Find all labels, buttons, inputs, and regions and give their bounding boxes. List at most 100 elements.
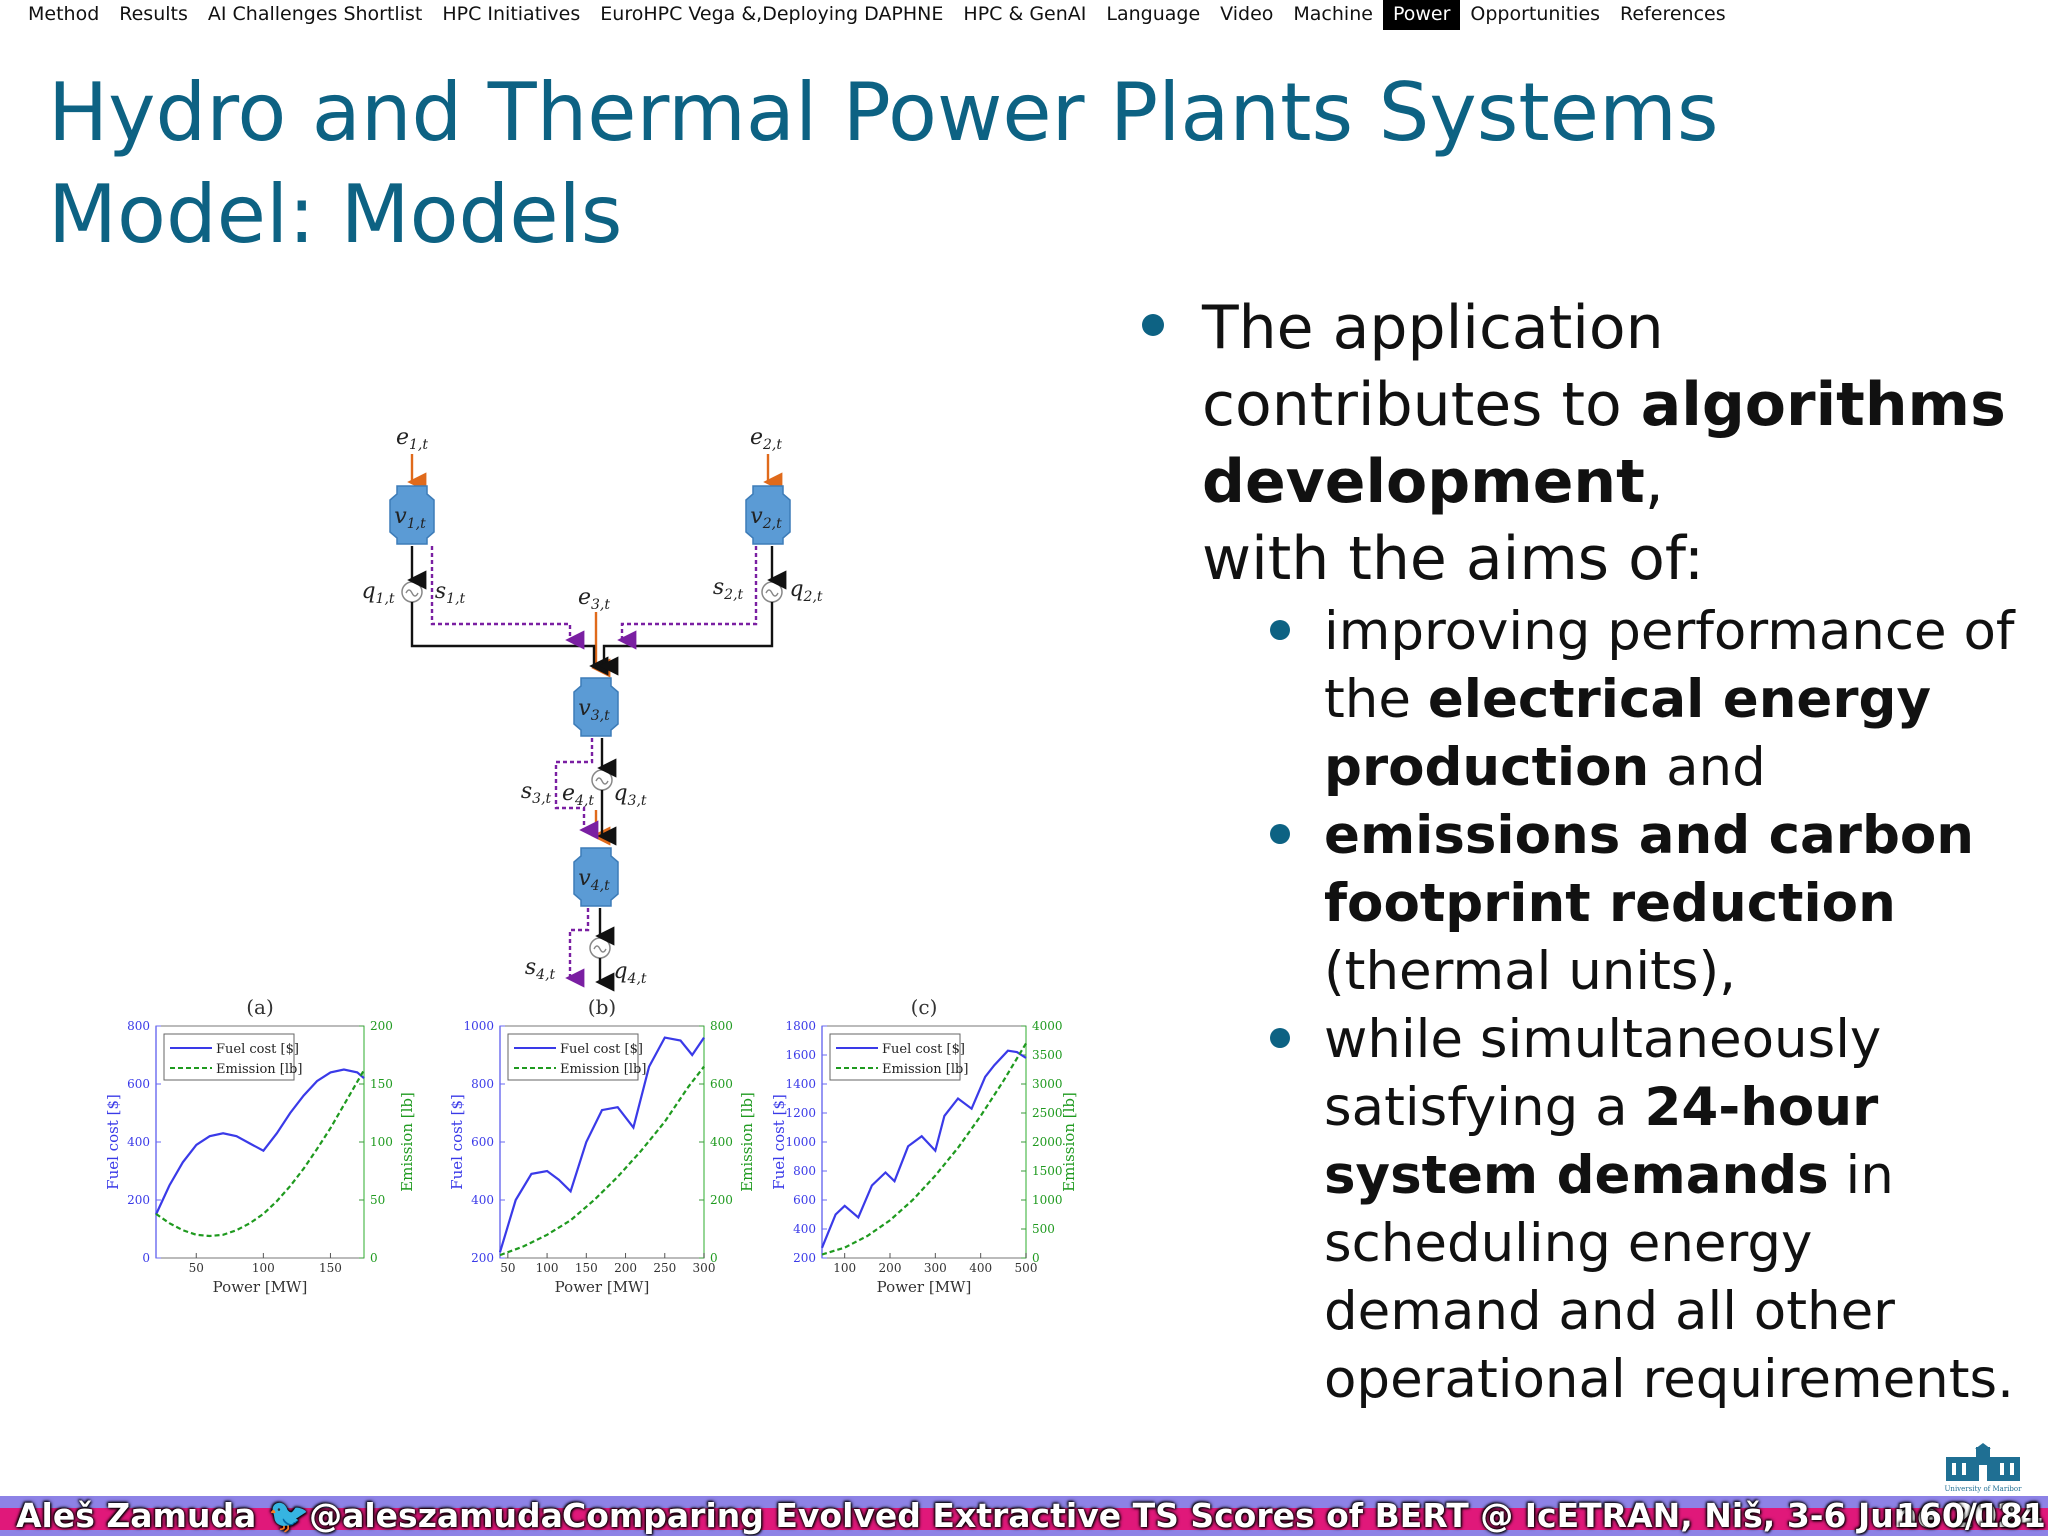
- legend-label: Emission [lb]: [882, 1062, 968, 1077]
- reservoir-shape: [573, 847, 619, 907]
- x-tick-label: 150: [575, 1261, 598, 1275]
- panel-label: (a): [246, 995, 274, 1019]
- legend-label: Emission [lb]: [560, 1062, 646, 1077]
- y-tick-label: 800: [793, 1164, 816, 1178]
- legend-label: Fuel cost [$]: [216, 1042, 299, 1057]
- discharge-arrow: [410, 602, 609, 676]
- y2-tick-label: 0: [1032, 1251, 1040, 1265]
- x-tick-label: 100: [536, 1261, 559, 1275]
- nav-item-eurohpc-vega[interactable]: EuroHPC Vega &,Deploying DAPHNE: [600, 3, 944, 25]
- sub-bullet-2-bold: emissions and carbon footprint reduction: [1324, 805, 1975, 934]
- spill-label: s1,t: [435, 579, 466, 607]
- y2-tick-label: 600: [710, 1077, 733, 1091]
- legend-box: [163, 1033, 295, 1081]
- y-tick-label: 200: [471, 1251, 494, 1265]
- bullet-dot: [1270, 1028, 1290, 1048]
- footer-talk-title: Comparing Evolved Extractive TS Scores o…: [562, 1496, 2043, 1535]
- spill-label: s2,t: [713, 575, 744, 603]
- y-axis-label: Fuel cost [$]: [104, 1094, 122, 1190]
- x-tick-label: 200: [614, 1261, 637, 1275]
- sub-bullet-1-post: and: [1649, 737, 1766, 798]
- inflow-label: e2,t: [750, 425, 782, 453]
- reservoir-label: v4,t: [578, 866, 610, 894]
- panel-label: (c): [911, 995, 938, 1019]
- legend-label: Fuel cost [$]: [560, 1042, 643, 1057]
- x-tick-label: 100: [252, 1261, 275, 1275]
- charts: (a) 50 100 1500 200 400 600 800 0 50 100 150 200Powe…: [104, 995, 1078, 1296]
- sub-bullet-2: emissions and carbon footprint reduction…: [1140, 802, 2020, 1006]
- inflow-label: e3,t: [578, 585, 610, 613]
- y-tick-label: 600: [127, 1077, 150, 1091]
- footer-twitter-handle: @aleszamuda: [309, 1496, 563, 1535]
- x-tick-label: 50: [500, 1261, 515, 1275]
- fuel-cost-series-line: [498, 1036, 705, 1253]
- y2-tick-label: 4000: [1032, 1019, 1063, 1033]
- emission-series-line: [155, 1069, 365, 1238]
- sub-bullet-3: while simultaneously satisfying a 24-hou…: [1140, 1006, 2020, 1414]
- spill-arrow: [565, 908, 590, 988]
- discharge-arrow: [599, 602, 774, 676]
- y-tick-label: 400: [793, 1222, 816, 1236]
- y2-tick-label: 400: [710, 1135, 733, 1149]
- x-tick-label: 100: [833, 1261, 856, 1275]
- turbine-wave: [595, 777, 609, 785]
- y2-tick-label: 50: [370, 1193, 385, 1207]
- y2-tick-label: 200: [370, 1019, 393, 1033]
- y-tick-label: 600: [793, 1193, 816, 1207]
- bullet-main-text-3: with the aims of:: [1202, 524, 1705, 594]
- discharge-label: q4,t: [613, 959, 646, 987]
- y2-tick-label: 3500: [1032, 1048, 1063, 1062]
- nav-item-references[interactable]: References: [1620, 3, 1726, 25]
- sub-bullet-3-pre: while simultaneously satisfying a: [1324, 1009, 1882, 1138]
- y2-tick-label: 800: [710, 1019, 733, 1033]
- panel-label: (b): [588, 995, 616, 1019]
- y2-axis-label: Emission [lb]: [1060, 1092, 1078, 1192]
- nav-item-opportunities[interactable]: Opportunities: [1470, 3, 1601, 25]
- x-tick-label: 500: [1015, 1261, 1038, 1275]
- y-tick-label: 600: [471, 1135, 494, 1149]
- nav-item-method[interactable]: Method: [28, 3, 100, 25]
- nav-item-ai-challenges[interactable]: AI Challenges Shortlist: [207, 3, 423, 25]
- nav-item-language[interactable]: Language: [1106, 3, 1201, 25]
- legend-box: [507, 1033, 639, 1081]
- x-tick-label: 300: [924, 1261, 947, 1275]
- y-tick-label: 400: [127, 1135, 150, 1149]
- x-tick-label: 200: [879, 1261, 902, 1275]
- nav-item-hpc-initiatives[interactable]: HPC Initiatives: [442, 3, 581, 25]
- university-logo: University of Maribor: [1945, 1443, 2022, 1493]
- x-axis-label: Power [MW]: [213, 1278, 308, 1296]
- footer-bar: Aleš Zamuda 🐦@aleszamuda Comparing Evolv…: [0, 1496, 2048, 1536]
- nav-item-machine[interactable]: Machine: [1293, 3, 1373, 25]
- x-tick-label: 150: [319, 1261, 342, 1275]
- x-tick-label: 50: [189, 1261, 204, 1275]
- fuel-cost-series-line: [155, 1068, 365, 1215]
- y2-tick-label: 1500: [1032, 1164, 1063, 1178]
- footer-stripe: [0, 1508, 2048, 1530]
- sub-bullet-3-post: in scheduling energy demand and all othe…: [1324, 1145, 2015, 1410]
- bullet-main-text-1: The application contributes to: [1202, 293, 1664, 440]
- y2-tick-label: 100: [370, 1135, 393, 1149]
- bullet-list: The application contributes to algorithm…: [1140, 290, 2020, 1414]
- turbine-wave: [765, 589, 779, 597]
- bullet-dot: [1270, 824, 1290, 844]
- turbine-wave: [405, 589, 419, 597]
- y2-tick-label: 3000: [1032, 1077, 1063, 1091]
- y2-tick-label: 200: [710, 1193, 733, 1207]
- footer-twitter: 🐦@aleszamuda: [268, 1496, 563, 1536]
- discharge-label: q3,t: [613, 781, 646, 809]
- reservoir-shape: [389, 485, 435, 545]
- y-axis-label: Fuel cost [$]: [770, 1094, 788, 1190]
- nav-item-power[interactable]: Power: [1382, 0, 1461, 30]
- spill-arrow: [430, 546, 585, 650]
- y2-axis-label: Emission [lb]: [738, 1092, 756, 1192]
- nav-item-video[interactable]: Video: [1220, 3, 1274, 25]
- nav-item-results[interactable]: Results: [119, 3, 188, 25]
- y2-tick-label: 2500: [1032, 1106, 1063, 1120]
- nav-item-hpc-genai[interactable]: HPC & GenAI: [963, 3, 1087, 25]
- y-tick-label: 200: [127, 1193, 150, 1207]
- y-tick-label: 1000: [463, 1019, 494, 1033]
